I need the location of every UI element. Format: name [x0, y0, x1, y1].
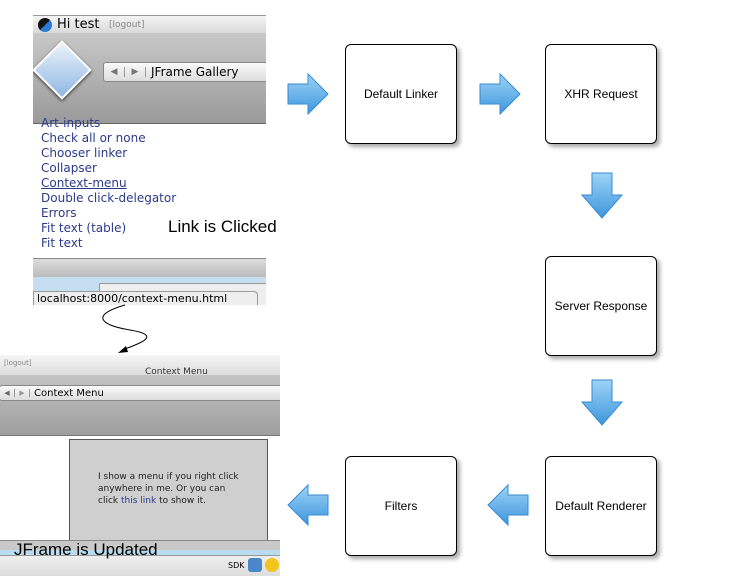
jframe-updated-label: JFrame is Updated	[14, 540, 158, 559]
arrow-left-icon	[287, 483, 329, 527]
app-logo-icon	[38, 18, 52, 32]
window-title: JFrame Gallery	[151, 65, 239, 79]
link-list: Art-inputs Check all or none Chooser lin…	[41, 116, 176, 251]
link-item[interactable]: Check all or none	[41, 131, 146, 145]
step-server-response: Server Response	[545, 256, 657, 356]
dock-bar: SDK	[0, 555, 280, 576]
link-clicked-label: Link is Clicked	[168, 217, 277, 236]
screenshot-before: Hi test [logout] ◀ ▶ JFrame Gallery Art-…	[33, 15, 266, 305]
logout-link[interactable]: [logout]	[109, 20, 145, 30]
app-icon[interactable]	[265, 558, 279, 572]
link-item[interactable]: Collapser	[41, 161, 97, 175]
step-label: Default Renderer	[555, 499, 647, 513]
window-title: Context Menu	[34, 387, 104, 399]
greeting: Hi test	[57, 17, 100, 32]
link-item[interactable]: Double click-delegator	[41, 191, 177, 205]
status-bar-url: localhost:8000/context-menu.html	[33, 291, 258, 305]
window-title-top: Context Menu	[145, 367, 208, 377]
back-icon[interactable]: ◀	[0, 389, 15, 397]
step-label: Filters	[384, 499, 418, 513]
curved-arrow	[102, 304, 148, 353]
title-bar: Hi test [logout]	[33, 15, 266, 34]
step-default-linker: Default Linker	[345, 44, 457, 144]
arrow-down-icon	[580, 379, 624, 426]
link-item[interactable]: Art-inputs	[41, 116, 101, 130]
link-item[interactable]: Chooser linker	[41, 146, 128, 160]
step-xhr-request: XHR Request	[545, 44, 657, 144]
location-bar[interactable]: ◀ ▶ JFrame Gallery	[103, 62, 266, 82]
step-label: Server Response	[554, 299, 648, 313]
step-label: XHR Request	[564, 87, 638, 101]
step-label: Default Linker	[363, 87, 439, 101]
arrow-right-icon	[287, 72, 329, 116]
arrow-left-icon	[487, 483, 529, 527]
screenshot-after: [logout] Context Menu ◀ ▶ Context Menu I…	[0, 355, 280, 576]
content-text: I show a menu if you right click anywher…	[98, 472, 239, 506]
toolbar: ◀ ▶ JFrame Gallery	[33, 33, 266, 124]
footer-bar	[33, 258, 266, 277]
back-icon[interactable]: ◀	[104, 67, 125, 77]
location-bar[interactable]: ◀ ▶ Context Menu	[0, 385, 280, 401]
app-icon[interactable]	[248, 558, 262, 572]
this-link[interactable]: this link	[120, 496, 157, 506]
toolbar: Context Menu ◀ ▶ Context Menu	[0, 367, 280, 436]
link-item[interactable]: Errors	[41, 206, 77, 220]
footer-bar	[0, 540, 280, 551]
logout-link[interactable]: [logout]	[4, 359, 32, 367]
step-filters: Filters	[345, 456, 457, 556]
link-item[interactable]: Fit text (table)	[41, 221, 127, 235]
desktop-strip	[0, 550, 280, 555]
title-bar: [logout]	[0, 355, 280, 375]
content-text-end: to show it.	[159, 496, 206, 506]
arrow-down-icon	[580, 172, 624, 219]
link-item-context-menu[interactable]: Context-menu	[41, 176, 127, 190]
sdk-label: SDK	[228, 561, 245, 570]
link-item[interactable]: Fit text	[41, 236, 83, 250]
arrow-right-icon	[479, 72, 521, 116]
forward-icon[interactable]: ▶	[125, 67, 146, 77]
forward-icon[interactable]: ▶	[15, 389, 30, 397]
step-default-renderer: Default Renderer	[545, 456, 657, 556]
